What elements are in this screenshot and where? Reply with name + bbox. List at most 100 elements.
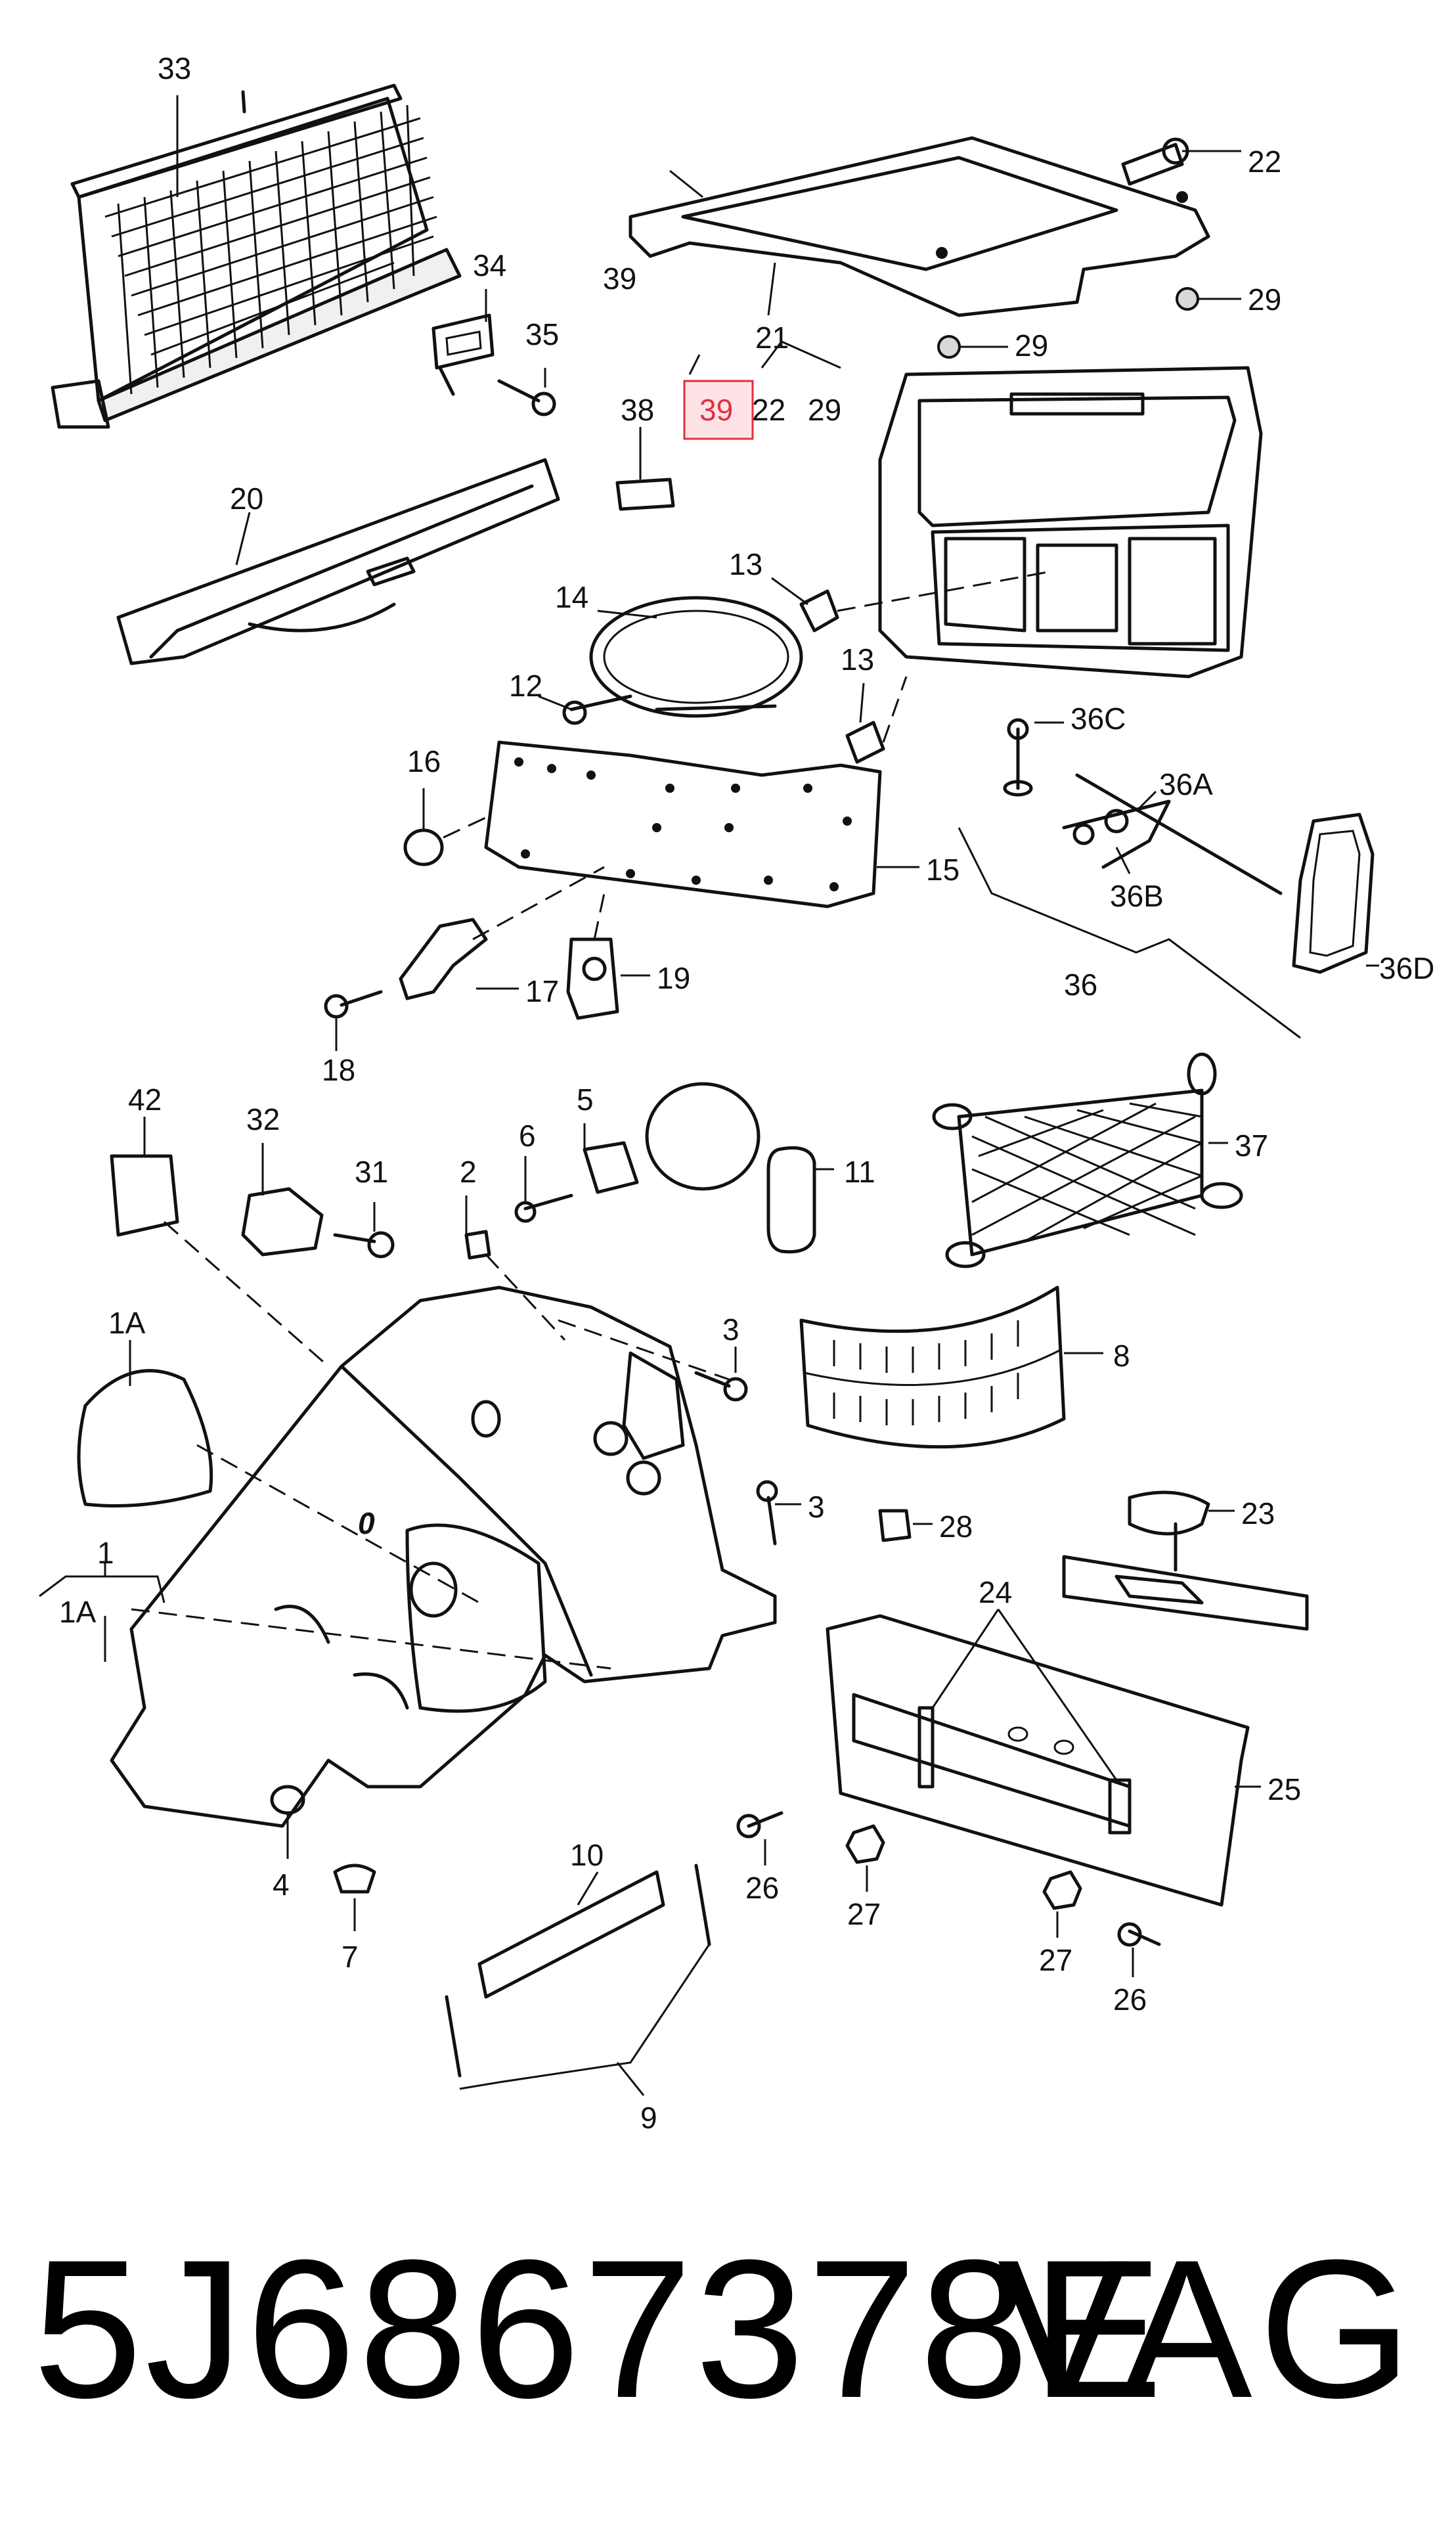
label-1A: 1A	[108, 1306, 146, 1340]
mount-bracket-34	[431, 313, 495, 396]
leader-lines	[39, 95, 1379, 1977]
label-36B: 36B	[1110, 879, 1164, 913]
screw-3-b	[766, 1496, 777, 1546]
label-26-right: 26	[1113, 1982, 1147, 2017]
label-9: 9	[640, 2101, 657, 2135]
label-14: 14	[555, 580, 588, 614]
label-22-group: 22	[752, 393, 785, 427]
label-25: 25	[1268, 1772, 1301, 1806]
bolt-26-a	[747, 1811, 783, 1828]
clip-13-b	[845, 721, 885, 764]
clip-13-a	[799, 589, 839, 633]
label-1: 1	[97, 1536, 114, 1570]
footer: 5J6867378E VAG	[33, 2220, 1432, 2437]
screw-35	[497, 379, 556, 416]
label-5: 5	[577, 1083, 594, 1117]
cap-disc-5	[645, 1082, 761, 1191]
parts-diagram: 33 34 35 20 39 21 39 22 29 22 29 29 38 1…	[39, 51, 1434, 2135]
cap-29-a	[1176, 287, 1199, 311]
label-37: 37	[1235, 1128, 1268, 1163]
label-7: 7	[342, 1940, 359, 1974]
screw-3-a	[694, 1371, 731, 1388]
bracket-32	[241, 1187, 324, 1257]
plug-16	[403, 828, 444, 866]
speaker-14	[589, 596, 803, 718]
handle-17	[399, 918, 488, 1000]
bracket-23	[1062, 1490, 1309, 1631]
label-4: 4	[273, 1867, 290, 1902]
panel-25	[826, 1614, 1250, 1907]
label-36A: 36A	[1159, 767, 1213, 801]
label-29-group: 29	[808, 393, 841, 427]
light-19	[566, 937, 619, 1020]
label-3-top: 3	[722, 1312, 739, 1347]
label-15: 15	[926, 853, 960, 887]
brand-label: VAG	[997, 2218, 1419, 2439]
tailgate-strut-group-36	[958, 718, 1375, 1039]
label-38: 38	[621, 393, 654, 427]
bolt-26-b	[1128, 1929, 1161, 1946]
cargo-net-partition	[51, 83, 462, 429]
plug-7	[333, 1864, 376, 1894]
label-35: 35	[525, 317, 559, 351]
label-27-left: 27	[847, 1897, 881, 1931]
trim-piece-1A	[77, 1369, 213, 1508]
lower-trim-panel-9	[445, 1864, 711, 2096]
clip-28	[878, 1509, 912, 1542]
label-34: 34	[473, 248, 506, 282]
label-22: 22	[1248, 145, 1281, 179]
label-8: 8	[1113, 1339, 1130, 1373]
label-24: 24	[979, 1575, 1012, 1609]
trim-panel-15	[484, 740, 882, 908]
label-11: 11	[844, 1155, 875, 1189]
label-20: 20	[230, 481, 263, 516]
label-39-highlighted: 39	[699, 393, 733, 427]
label-6: 6	[519, 1119, 536, 1153]
label-18: 18	[322, 1053, 355, 1087]
label-33: 33	[158, 51, 191, 85]
label-31: 31	[355, 1155, 388, 1189]
label-28: 28	[939, 1509, 973, 1544]
side-bin-8	[799, 1285, 1066, 1449]
label-21: 21	[755, 321, 789, 355]
screw-31	[333, 1233, 376, 1243]
plug-4	[270, 1785, 305, 1815]
bracket-42	[110, 1154, 179, 1237]
label-19: 19	[657, 961, 690, 995]
label-17: 17	[525, 974, 559, 1008]
screw-18	[340, 990, 383, 1007]
label-12: 12	[509, 669, 542, 703]
nut-27-a	[845, 1824, 885, 1864]
label-10: 10	[570, 1838, 604, 1872]
label-27-right: 27	[1039, 1943, 1072, 1977]
label-16: 16	[407, 744, 441, 778]
part-number: 5J6867378E	[33, 2218, 1166, 2439]
label-36C: 36C	[1070, 702, 1126, 736]
label-39-shelf: 39	[603, 261, 636, 296]
label-1A-lower: 1A	[59, 1595, 97, 1629]
label-26-left: 26	[745, 1871, 779, 1905]
label-2: 2	[460, 1155, 477, 1189]
label-36: 36	[1064, 968, 1097, 1002]
label-29-center: 29	[1015, 328, 1048, 363]
highlight-box	[683, 380, 754, 440]
rear-parcel-shelf	[629, 136, 1210, 317]
luggage-cover-roller	[116, 458, 560, 665]
nut-27-b	[1042, 1870, 1082, 1910]
screw-12	[569, 694, 632, 711]
label-32: 32	[246, 1102, 280, 1136]
label-3-bottom: 3	[808, 1490, 825, 1524]
cover-11	[766, 1146, 816, 1254]
clip-2	[464, 1230, 491, 1260]
cargo-net-37	[932, 1052, 1243, 1268]
bolt-22	[1121, 137, 1189, 186]
label-42: 42	[128, 1083, 162, 1117]
cap-29-b	[937, 335, 961, 359]
side-trim-panel-1	[110, 1285, 777, 1828]
label-29-right: 29	[1248, 282, 1281, 317]
clip-38	[615, 478, 675, 511]
label-23: 23	[1241, 1496, 1275, 1530]
label-0: 0	[358, 1506, 375, 1540]
label-13-top: 13	[729, 547, 762, 581]
tailgate-frame	[878, 366, 1263, 679]
